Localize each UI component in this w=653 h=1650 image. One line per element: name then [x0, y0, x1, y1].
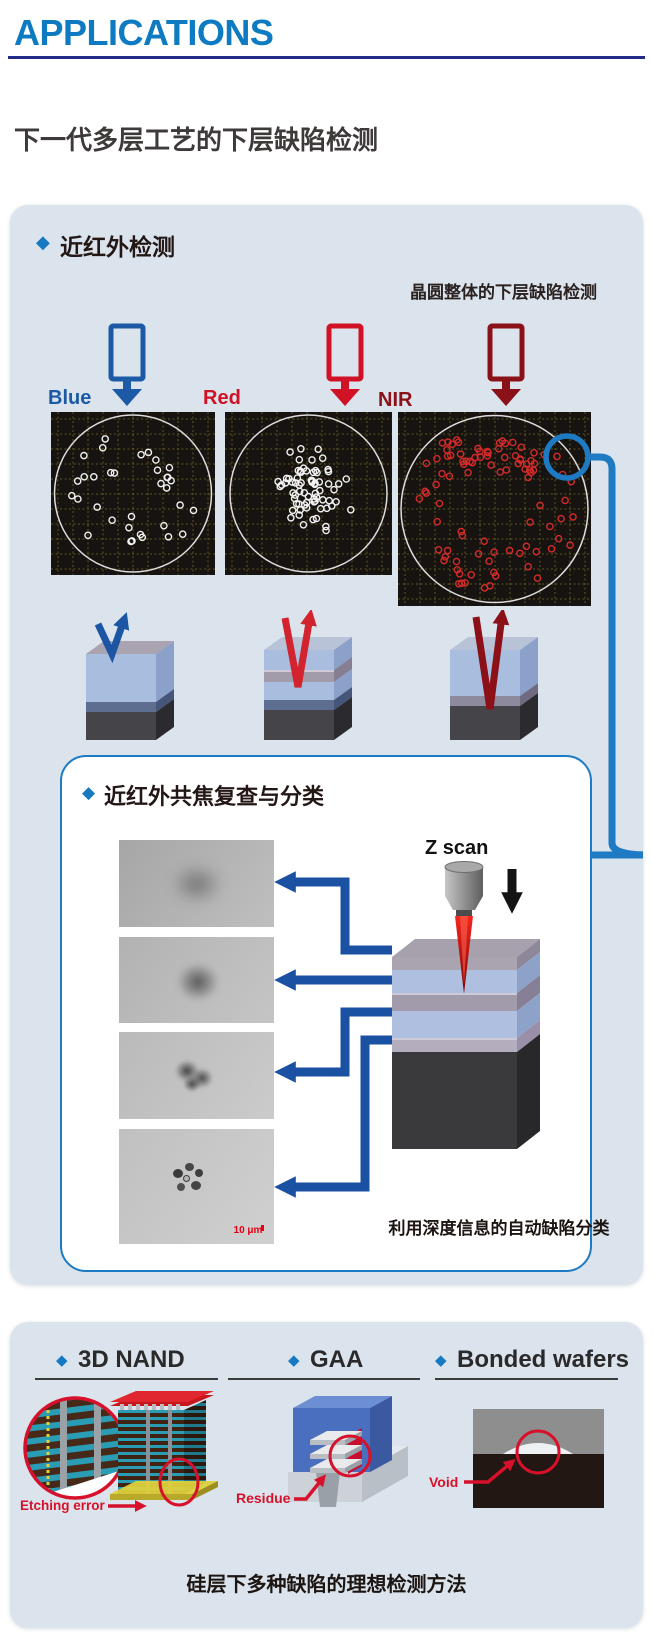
blue-light-source-icon	[107, 323, 147, 407]
surface-reflection-diagram	[82, 610, 177, 742]
nir-confocal-review-panel: ◆ 近红外共焦复查与分类 10 μm	[60, 755, 610, 1272]
app-title-bonded-wafers: Bonded wafers	[457, 1346, 630, 1373]
confocal-slice-image-2	[119, 937, 274, 1023]
page-title: APPLICATIONS	[14, 12, 274, 53]
mid-layer-reflection-diagram	[260, 610, 355, 742]
etching-error-label: Etching error	[20, 1498, 105, 1513]
app-title-gaa: GAA	[310, 1346, 364, 1373]
wafer-map-nir	[398, 412, 591, 606]
layer-stack-diagram	[392, 939, 540, 1149]
review-caption: 利用深度信息的自动缺陷分类	[388, 1219, 610, 1238]
diamond-icon: ◆	[435, 1352, 447, 1369]
review-panel-title: 近红外共焦复查与分类	[104, 784, 325, 809]
confocal-slice-image-3	[119, 1032, 274, 1119]
underline	[435, 1378, 618, 1380]
diamond-icon: ◆	[82, 783, 96, 802]
laser-beam	[455, 916, 473, 994]
map-label-nir: NIR	[378, 389, 413, 411]
objective-lens-icon	[444, 861, 484, 916]
depth-arrows	[274, 871, 392, 1198]
diamond-icon: ◆	[36, 232, 50, 252]
gaa-illustration	[288, 1396, 408, 1507]
wafer-map-note: 晶圆整体的下层缺陷检测	[410, 283, 597, 302]
nir-light-source-icon	[486, 323, 526, 407]
confocal-slice-image-1	[119, 840, 274, 927]
app-title-3d-nand: 3D NAND	[78, 1346, 185, 1373]
underline	[228, 1378, 420, 1380]
bonded-wafer-illustration	[464, 1409, 604, 1508]
z-scan-label: Z scan	[425, 837, 489, 859]
underline	[35, 1378, 218, 1380]
diamond-icon: ◆	[56, 1352, 68, 1369]
void-label: Void	[429, 1474, 459, 1490]
red-light-source-icon	[325, 323, 365, 407]
wafer-map-red	[225, 412, 392, 575]
map-label-blue: Blue	[48, 387, 92, 409]
title-underline	[8, 56, 645, 59]
nir-panel-title: 近红外检测	[60, 234, 175, 260]
confocal-slice-image-4: 10 μm	[119, 1129, 274, 1244]
residue-label: Residue	[236, 1490, 291, 1506]
diamond-icon: ◆	[288, 1352, 300, 1369]
application-examples-panel: ◆ 3D NAND ◆ GAA ◆ Bonded wafers	[10, 1322, 643, 1628]
map-label-red: Red	[203, 387, 241, 409]
scale-bar: 10 μm	[233, 1225, 264, 1236]
wafer-map-blue	[51, 412, 215, 575]
page-subtitle: 下一代多层工艺的下层缺陷检测	[14, 125, 379, 155]
applications-caption: 硅层下多种缺陷的理想检测方法	[186, 1574, 467, 1596]
nir-inspection-panel: ◆ 近红外检测 晶圆整体的下层缺陷检测 Blue Red NIR	[10, 205, 643, 1285]
deep-layer-reflection-diagram	[446, 610, 541, 742]
